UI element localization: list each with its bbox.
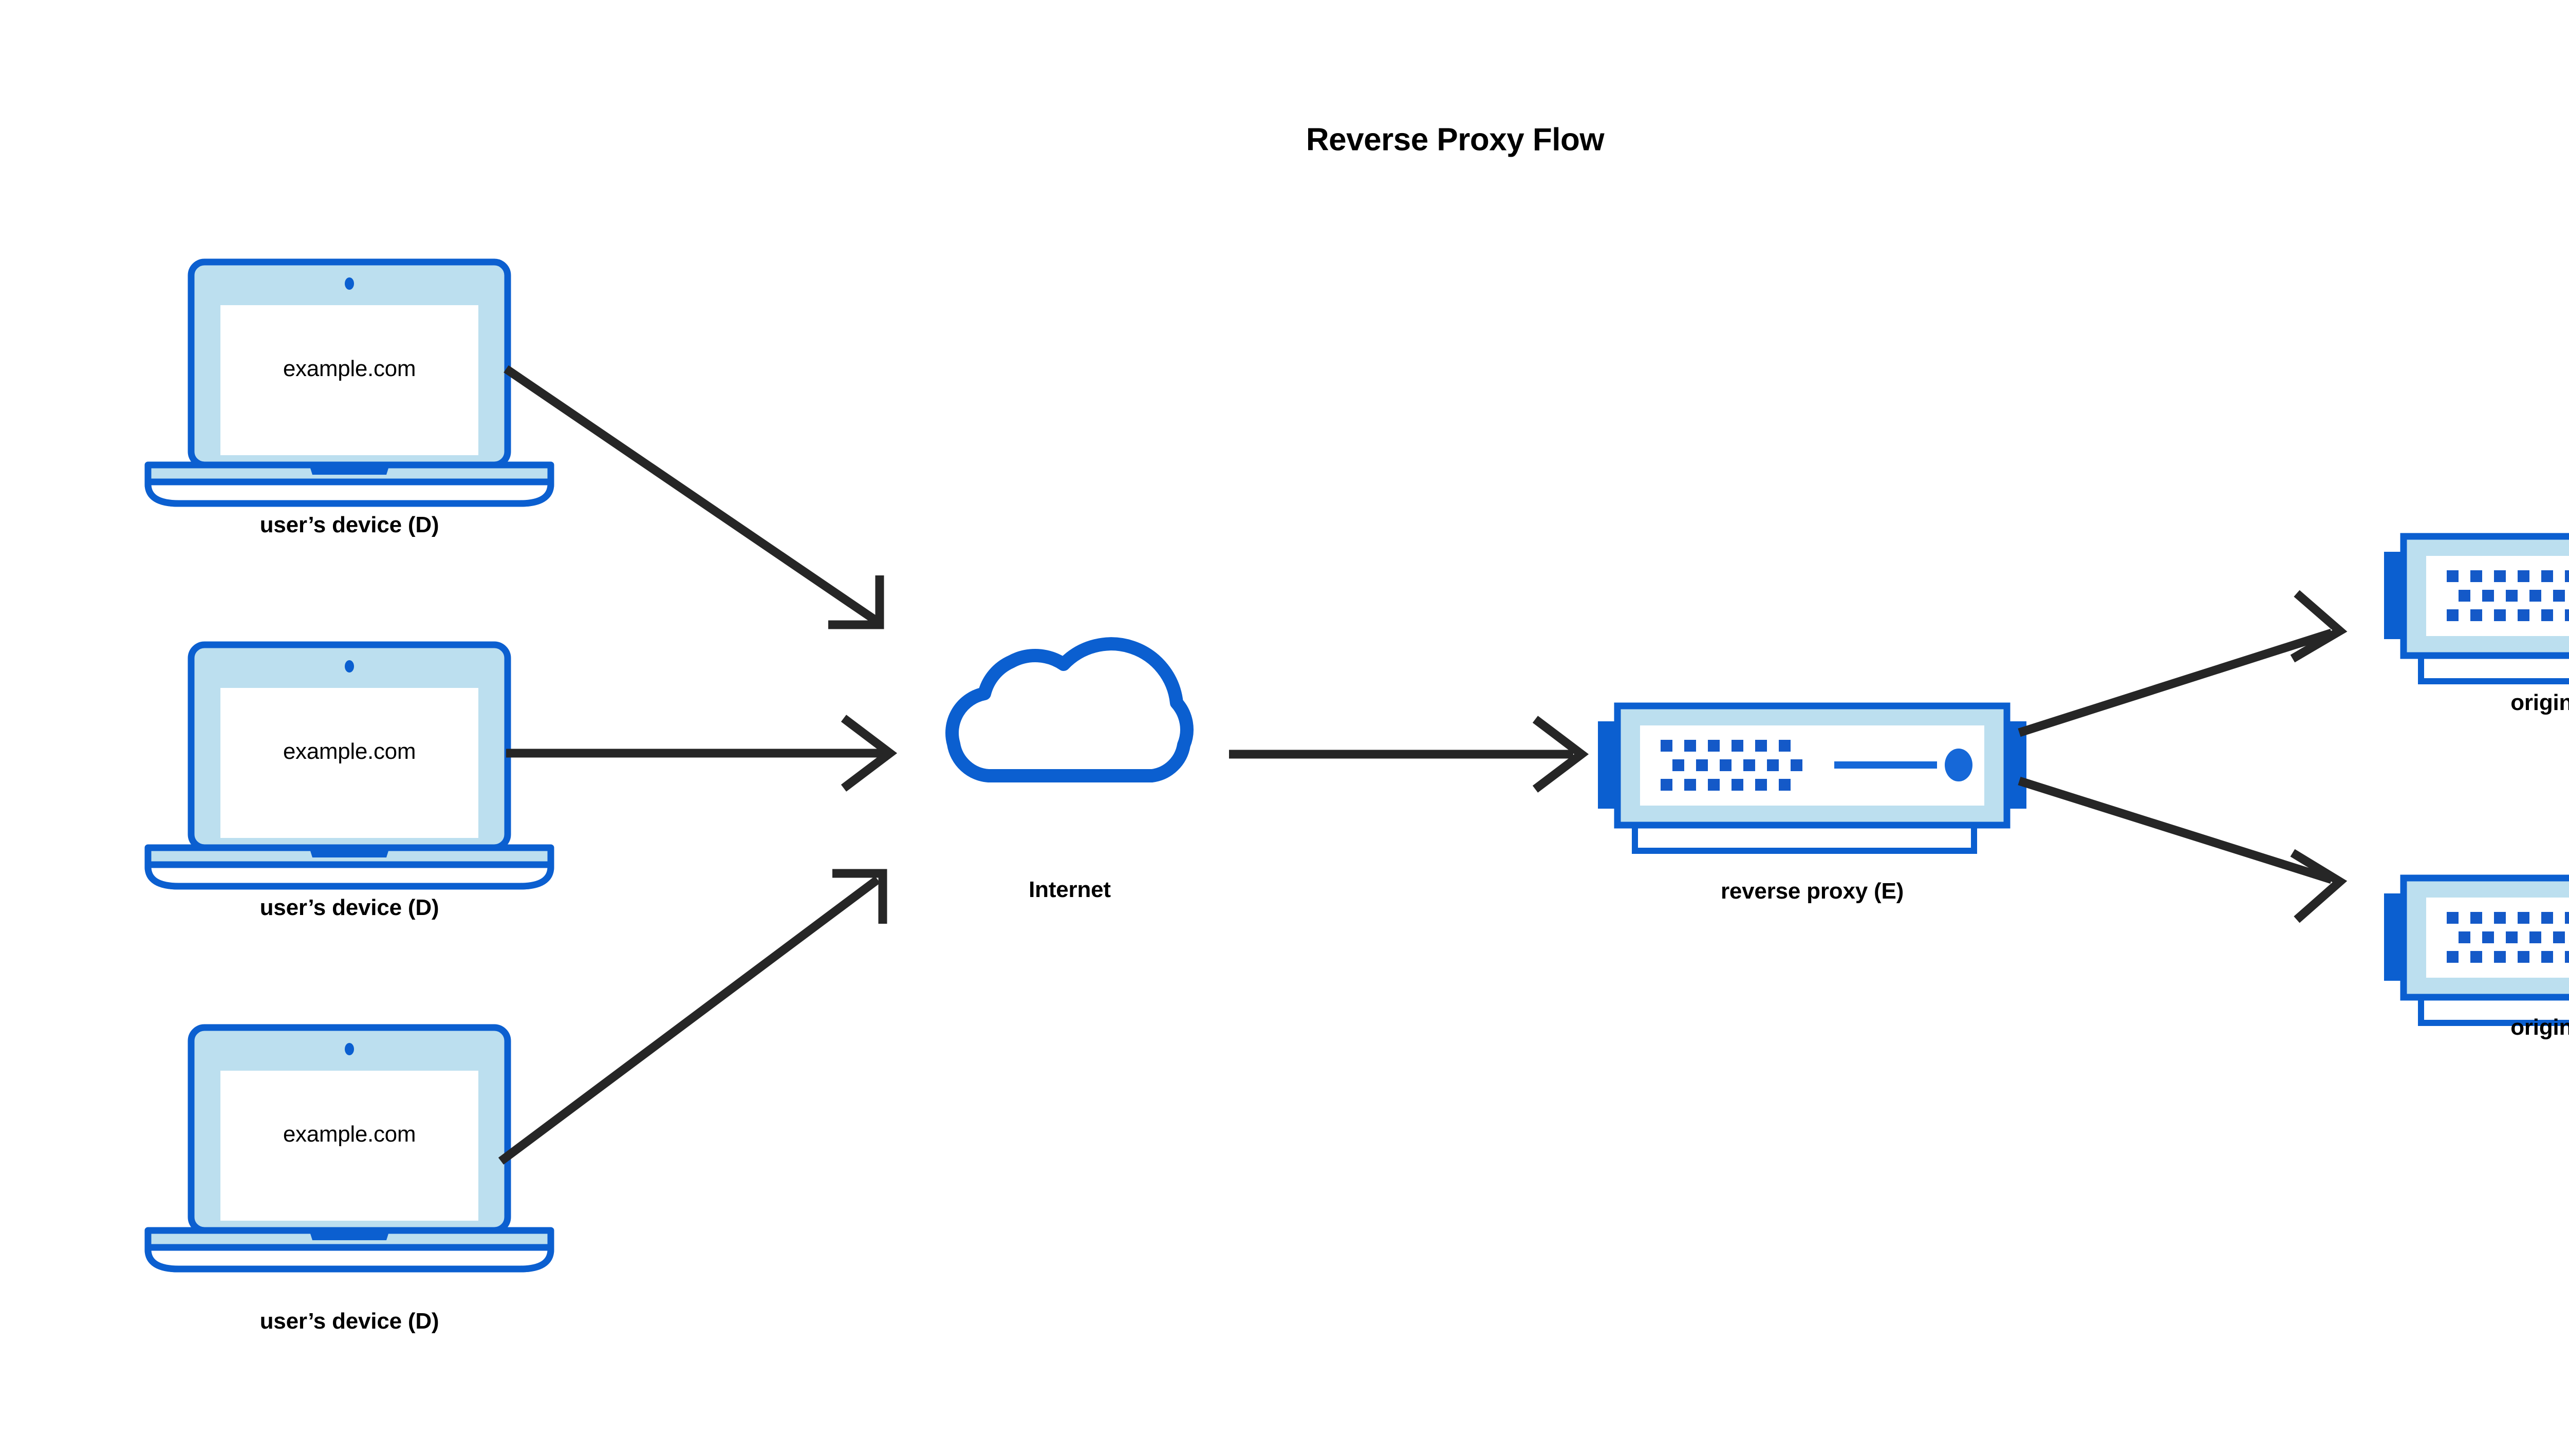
client-laptop-3	[148, 1028, 551, 1269]
internet-label: Internet	[1029, 877, 1111, 902]
arrow-proxy-to-origin1	[2018, 590, 2348, 737]
client-2-screen-url: example.com	[283, 739, 416, 764]
origin-server-1-label: origin server (F)	[2510, 690, 2569, 715]
arrow-client1-to-internet	[504, 365, 884, 629]
client-laptop-2	[148, 645, 551, 886]
arrow-client2-to-internet	[506, 715, 898, 792]
reverse-proxy-label: reverse proxy (E)	[1720, 879, 1904, 904]
client-3-label: user’s device (D)	[259, 1309, 439, 1334]
origin-server-2-icon	[2384, 878, 2569, 1023]
arrow-client3-to-internet	[498, 869, 887, 1165]
page-title: Reverse Proxy Flow	[1306, 122, 1605, 158]
reverse-proxy-server-icon	[1598, 706, 2026, 851]
origin-server-2-label: origin server (F)	[2510, 1015, 2569, 1040]
client-1-screen-url: example.com	[283, 356, 416, 381]
client-2-label: user’s device (D)	[259, 895, 439, 920]
client-3-screen-url: example.com	[283, 1122, 416, 1147]
origin-server-1-icon	[2384, 536, 2569, 681]
arrow-internet-to-proxy	[1229, 716, 1589, 793]
client-laptop-1	[148, 262, 551, 503]
arrow-proxy-to-origin2	[2018, 776, 2348, 923]
client-1-label: user’s device (D)	[259, 512, 439, 537]
internet-cloud-icon	[952, 644, 1187, 776]
